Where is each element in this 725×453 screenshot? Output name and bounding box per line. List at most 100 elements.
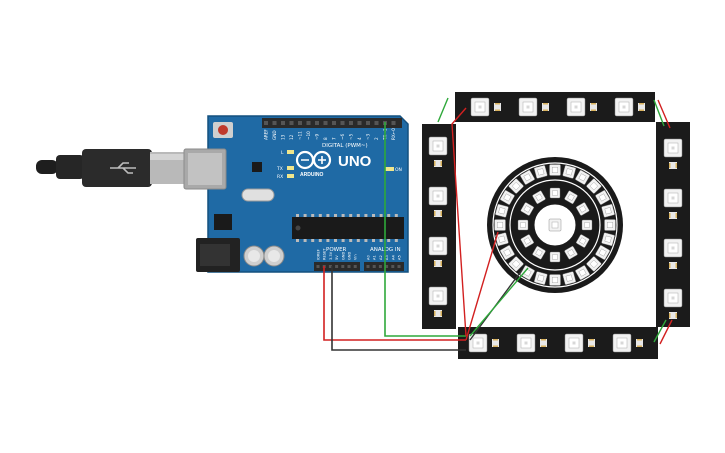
analog-pin-label: A3 bbox=[385, 255, 389, 260]
digital-pin-hole[interactable] bbox=[340, 121, 345, 125]
arduino-led-on bbox=[385, 167, 394, 171]
chip-leg bbox=[372, 239, 375, 242]
chip-leg bbox=[318, 214, 322, 217]
digital-pin-hole[interactable] bbox=[306, 121, 311, 125]
digital-pin-hole[interactable] bbox=[332, 121, 336, 125]
ring-outer-outline bbox=[492, 162, 618, 288]
wire-strip-left-green[interactable] bbox=[437, 97, 449, 123]
ring-outer-led bbox=[601, 232, 615, 246]
chip-leg bbox=[394, 214, 398, 217]
digital-pin-hole[interactable] bbox=[391, 121, 396, 125]
neopixel-strip-frame[interactable] bbox=[422, 92, 690, 359]
wire-power-5v[interactable] bbox=[323, 266, 466, 341]
ring-outer-led bbox=[495, 204, 509, 218]
power-pin-hole[interactable] bbox=[341, 265, 345, 268]
neopixel-led bbox=[612, 333, 643, 353]
neopixel-led bbox=[428, 186, 448, 217]
ring-outer-led bbox=[508, 256, 524, 272]
power-pin-label: IOREF bbox=[317, 249, 321, 260]
power-pin-hole[interactable] bbox=[353, 265, 357, 268]
digital-pin-label: 4 bbox=[357, 137, 362, 140]
wire-ground[interactable] bbox=[331, 266, 466, 351]
analog-pin-label: A4 bbox=[391, 255, 395, 260]
ring-center-led bbox=[548, 218, 562, 232]
digital-pin-label: ~11 bbox=[298, 131, 303, 140]
digital-pin-hole[interactable] bbox=[272, 121, 277, 125]
chip-leg bbox=[326, 239, 330, 242]
wires bbox=[323, 97, 673, 351]
wire-strip-bottom-right-green[interactable] bbox=[653, 319, 667, 343]
ring-inner-led bbox=[576, 202, 590, 216]
chip-leg bbox=[326, 214, 330, 217]
power-pin-hole[interactable] bbox=[316, 265, 320, 268]
chip-leg bbox=[334, 239, 337, 242]
arduino-crystal bbox=[241, 188, 275, 202]
neopixel-led bbox=[428, 236, 448, 267]
wire-strip-top-right-red[interactable] bbox=[657, 99, 671, 129]
chip-leg bbox=[372, 214, 375, 217]
analog-pin-hole[interactable] bbox=[391, 265, 395, 268]
ring-inner-led bbox=[532, 246, 546, 260]
ring-outer-led bbox=[500, 245, 515, 260]
digital-pin-hole[interactable] bbox=[298, 121, 302, 125]
usb-icon bbox=[110, 162, 136, 174]
digital-pin-label: GND bbox=[272, 130, 277, 140]
power-pin-hole[interactable] bbox=[347, 265, 351, 268]
svg-text:ON: ON bbox=[395, 167, 402, 173]
arduino-model-label: UNO bbox=[338, 153, 372, 170]
digital-pin-hole[interactable] bbox=[315, 121, 319, 125]
wire-strip-top-right-green[interactable] bbox=[653, 99, 665, 127]
ring-outer-led bbox=[604, 219, 616, 231]
analog-pin-hole[interactable] bbox=[378, 265, 382, 268]
digital-pin-label: ~10 bbox=[306, 131, 311, 140]
wire-strip-bottom-right-red[interactable] bbox=[659, 319, 673, 345]
neopixel-led bbox=[470, 97, 501, 117]
chip-leg bbox=[356, 239, 360, 242]
neopixel-led bbox=[428, 286, 448, 317]
chip-leg bbox=[364, 239, 368, 242]
chip-leg bbox=[303, 214, 307, 217]
digital-pin-label: ~6 bbox=[340, 133, 345, 140]
digital-pin-hole[interactable] bbox=[264, 121, 268, 125]
analog-pin-hole[interactable] bbox=[372, 265, 376, 268]
chip-leg bbox=[341, 239, 345, 242]
digital-pin-hole[interactable] bbox=[323, 121, 328, 125]
chip-leg bbox=[311, 214, 315, 217]
power-pin-hole[interactable] bbox=[328, 265, 332, 268]
arduino-analog-header[interactable] bbox=[364, 262, 404, 271]
digital-pin-hole[interactable] bbox=[281, 121, 285, 125]
wire-signal[interactable] bbox=[384, 122, 466, 337]
digital-pin-hole[interactable] bbox=[349, 121, 353, 125]
wire-ring-power[interactable] bbox=[465, 231, 499, 341]
neopixel-ring[interactable] bbox=[487, 157, 623, 293]
power-pin-hole[interactable] bbox=[335, 265, 339, 268]
analog-pin-hole[interactable] bbox=[385, 265, 389, 268]
wire-ring-signal[interactable] bbox=[469, 267, 529, 337]
neopixel-strip-right[interactable] bbox=[656, 122, 690, 327]
ring-outer-led bbox=[534, 165, 548, 179]
ring-outer-led bbox=[595, 190, 610, 205]
digital-pin-hole[interactable] bbox=[374, 121, 379, 125]
ring-outer-led bbox=[595, 245, 610, 260]
arduino-logo-icon bbox=[295, 150, 332, 170]
ring-inner-led bbox=[549, 251, 561, 263]
ring-inner-led bbox=[517, 219, 529, 231]
digital-pin-label: AREF bbox=[264, 129, 269, 140]
analog-pin-hole[interactable] bbox=[366, 265, 370, 268]
digital-pin-hole[interactable] bbox=[366, 121, 370, 125]
neopixel-strip-bottom[interactable] bbox=[458, 327, 658, 359]
arduino-led-l bbox=[287, 150, 294, 154]
analog-pin-hole[interactable] bbox=[397, 265, 401, 268]
digital-pin-hole[interactable] bbox=[357, 121, 362, 125]
ring-outer-led bbox=[495, 232, 509, 246]
neopixel-led bbox=[564, 333, 595, 353]
neopixel-strip-top[interactable] bbox=[455, 92, 655, 122]
chip-leg bbox=[311, 239, 315, 242]
wire-strip-power-left[interactable] bbox=[451, 107, 467, 337]
neopixel-strip-left[interactable] bbox=[422, 124, 456, 329]
digital-pin-hole[interactable] bbox=[289, 121, 294, 125]
neopixel-led bbox=[663, 238, 683, 269]
ring-outer-led bbox=[508, 178, 524, 194]
